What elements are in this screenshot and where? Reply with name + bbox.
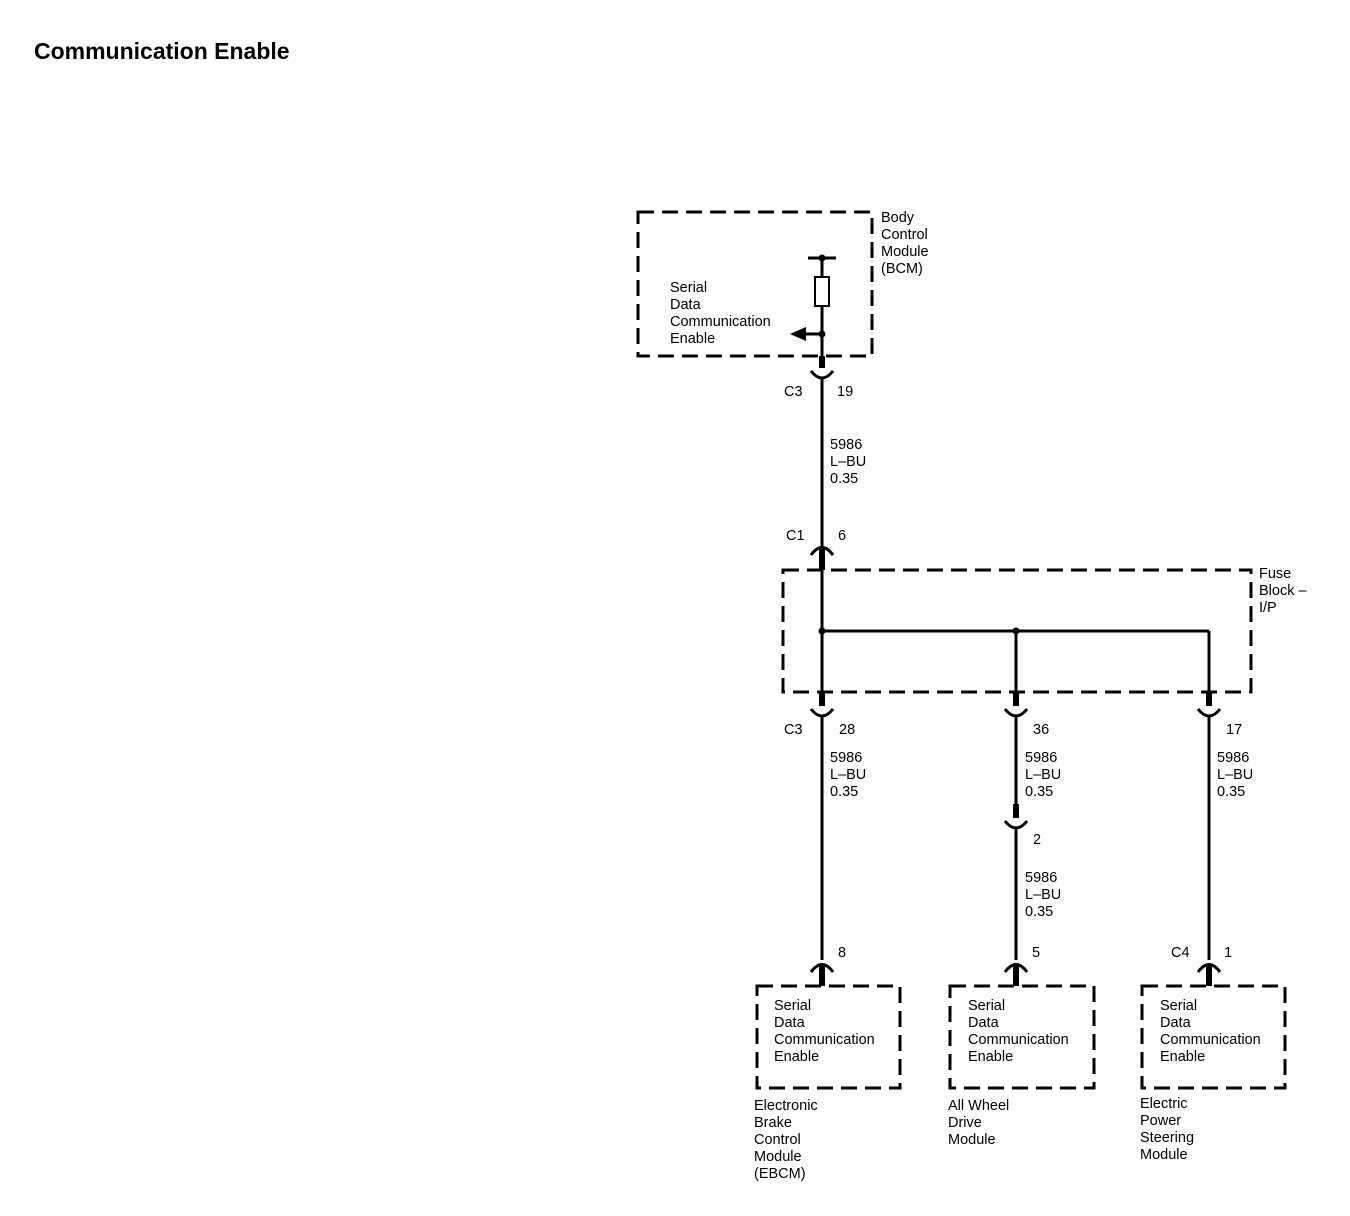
connector-id: C3 bbox=[784, 722, 803, 738]
connector-inline-2: 2 bbox=[1003, 804, 1041, 848]
wire-label-inline-to-awd: 5986 L–BU 0.35 bbox=[1025, 870, 1065, 920]
awd-module: Serial Data Communication Enable All Whe… bbox=[948, 984, 1096, 1148]
pull-up-resistor-symbol bbox=[808, 254, 836, 362]
connector-pin: 8 bbox=[838, 945, 846, 961]
awd-module-name: All Wheel Drive Module bbox=[948, 1098, 1013, 1148]
awd-module-boundary bbox=[948, 984, 1096, 1090]
connector-eps-c4-1: C4 1 bbox=[1171, 945, 1232, 986]
bcm-module-name: Body Control Module (BCM) bbox=[881, 210, 933, 277]
fuse-block-module: Fuse Block – I/P bbox=[781, 566, 1311, 700]
ebcm-module-boundary bbox=[755, 984, 902, 1090]
splice-point bbox=[1012, 627, 1020, 635]
page-title: Communication Enable bbox=[34, 38, 290, 64]
eps-module: Serial Data Communication Enable Electri… bbox=[1140, 984, 1287, 1163]
connector-pin: 5 bbox=[1032, 945, 1040, 961]
bcm-module-boundary bbox=[636, 210, 874, 358]
ebcm-module: Serial Data Communication Enable Electro… bbox=[754, 984, 902, 1182]
connector-pin: 17 bbox=[1226, 722, 1242, 738]
fuse-block-name: Fuse Block – I/P bbox=[1259, 566, 1311, 616]
connector-fuse-c3-28: C3 28 bbox=[784, 692, 855, 738]
ebcm-signal-label: Serial Data Communication Enable bbox=[774, 998, 879, 1065]
bcm-signal-label: Serial Data Communication Enable bbox=[670, 280, 775, 347]
connector-bcm-c3-19: C3 19 bbox=[784, 356, 853, 400]
connector-pin: 2 bbox=[1033, 832, 1041, 848]
eps-module-name: Electric Power Steering Module bbox=[1140, 1096, 1198, 1163]
eps-module-boundary bbox=[1140, 984, 1287, 1090]
ebcm-module-name: Electronic Brake Control Module (EBCM) bbox=[754, 1098, 822, 1182]
splice-point bbox=[818, 627, 826, 635]
connector-fuse-c1-6: C1 6 bbox=[786, 528, 846, 570]
connector-pin: 6 bbox=[838, 528, 846, 544]
connector-pin: 19 bbox=[837, 384, 853, 400]
connector-id: C4 bbox=[1171, 945, 1190, 961]
connector-id: C3 bbox=[784, 384, 803, 400]
connector-id: C1 bbox=[786, 528, 805, 544]
wire-label-fuse-to-ebcm: 5986 L–BU 0.35 bbox=[830, 750, 870, 800]
awd-signal-label: Serial Data Communication Enable bbox=[968, 998, 1073, 1065]
bcm-module: Body Control Module (BCM) Serial Data Co… bbox=[636, 210, 933, 362]
connector-awd-5: 5 bbox=[1003, 945, 1040, 986]
signal-arrow-icon bbox=[790, 327, 822, 341]
connector-pin: 36 bbox=[1033, 722, 1049, 738]
wire-label-fuse-to-inline: 5986 L–BU 0.35 bbox=[1025, 750, 1065, 800]
connector-pin: 1 bbox=[1224, 945, 1232, 961]
wire-label-fuse-to-eps: 5986 L–BU 0.35 bbox=[1217, 750, 1257, 800]
connector-ebcm-8: 8 bbox=[809, 945, 846, 986]
wire-label-bcm-to-fuse: 5986 L–BU 0.35 bbox=[830, 437, 870, 487]
connector-fuse-36: 36 bbox=[1003, 692, 1049, 738]
connector-fuse-17: 17 bbox=[1196, 692, 1242, 738]
eps-signal-label: Serial Data Communication Enable bbox=[1160, 998, 1265, 1065]
connector-pin: 28 bbox=[839, 722, 855, 738]
